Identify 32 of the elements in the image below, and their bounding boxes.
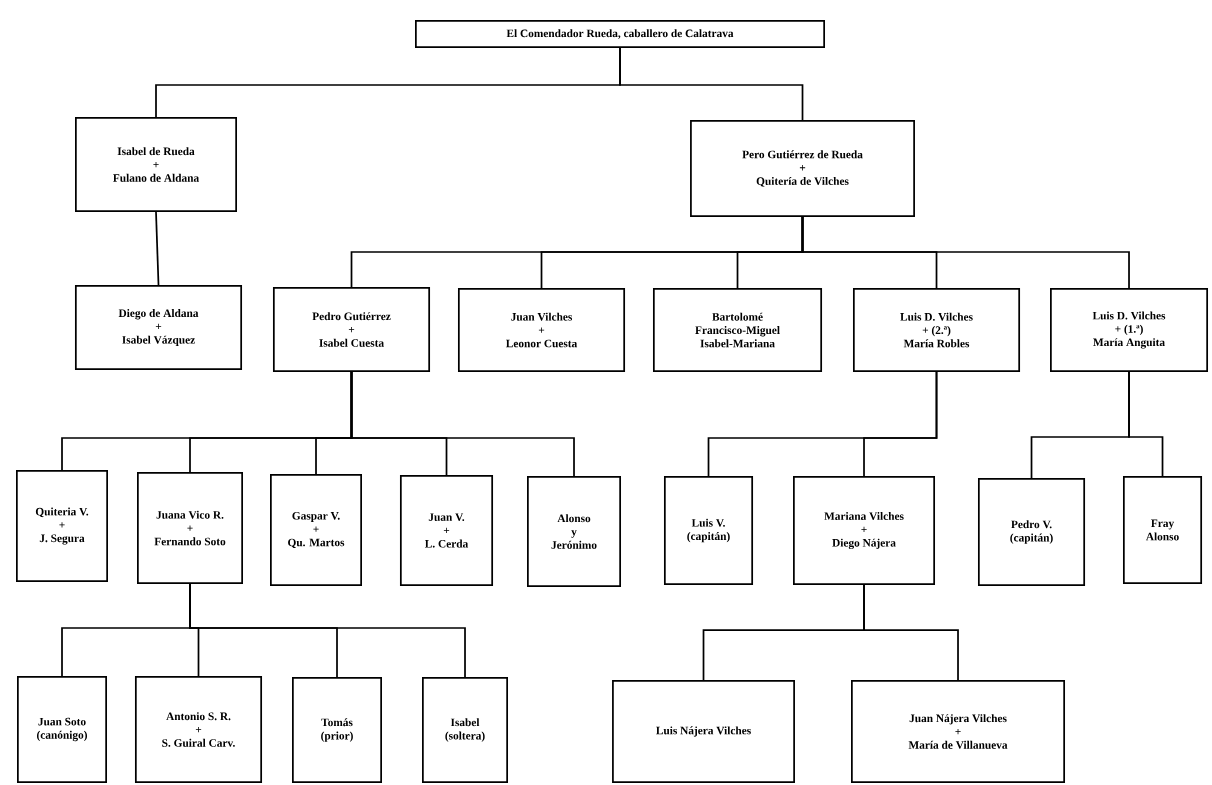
person-box: Pedro V. (capitán) [978,478,1086,586]
person-box: Juan Nájera Vilches + María de Villanueva [851,679,1065,784]
person-box: Fray Alonso [1123,476,1203,584]
person-box: Luis D. Vilches + (2.ª) María Robles [853,288,1021,372]
person-box: Pedro Gutiérrez + Isabel Cuesta [272,286,431,373]
tree-line [619,47,804,121]
person-box: Quiteria V. + J. Segura [16,470,108,582]
person-box: Luis V. (capitán) [664,475,754,586]
person-box: Pero Gutiérrez de Rueda + Quitería de Vilches [690,119,915,218]
person-box: Bartolomé Francisco-Miguel Isabel-Mariana [653,288,823,372]
person-box: Diego de Aldana + Isabel Vázquez [74,284,243,371]
person-box: Juana Vico R. + Fernando Soto [137,472,243,584]
person-box: Tomás (prior) [292,677,382,783]
tree-line [801,216,1130,289]
tree-line [863,371,938,477]
tree-line [350,371,575,477]
person-box: El Comendador Rueda, caballero de Calatrava [415,20,825,48]
person-box: Isabel de Rueda + Fulano de Aldana [75,116,237,213]
person-box: Juan V. + L. Cerda [399,474,494,587]
person-box: Juan Vilches + Leonor Cuesta [457,288,626,372]
person-box: Isabel (soltera) [422,677,508,783]
person-box: Juan Soto (canónigo) [17,675,107,784]
tree-line [863,584,959,681]
person-box: Mariana Vilches + Diego Nájera [793,475,935,586]
person-box: Luis D. Vilches + (1.ª) María Anguita [1050,288,1208,372]
person-box: Gaspar V. + Qu. Martos [270,474,362,586]
person-box: Antonio S. R. + S. Guiral Carv. [134,675,263,784]
tree-line [189,583,466,678]
tree-line [1128,371,1164,477]
person-box: Alonso y Jerónimo [527,475,621,588]
tree-line [155,211,160,286]
person-box: Luis Nájera Vilches [612,679,795,784]
